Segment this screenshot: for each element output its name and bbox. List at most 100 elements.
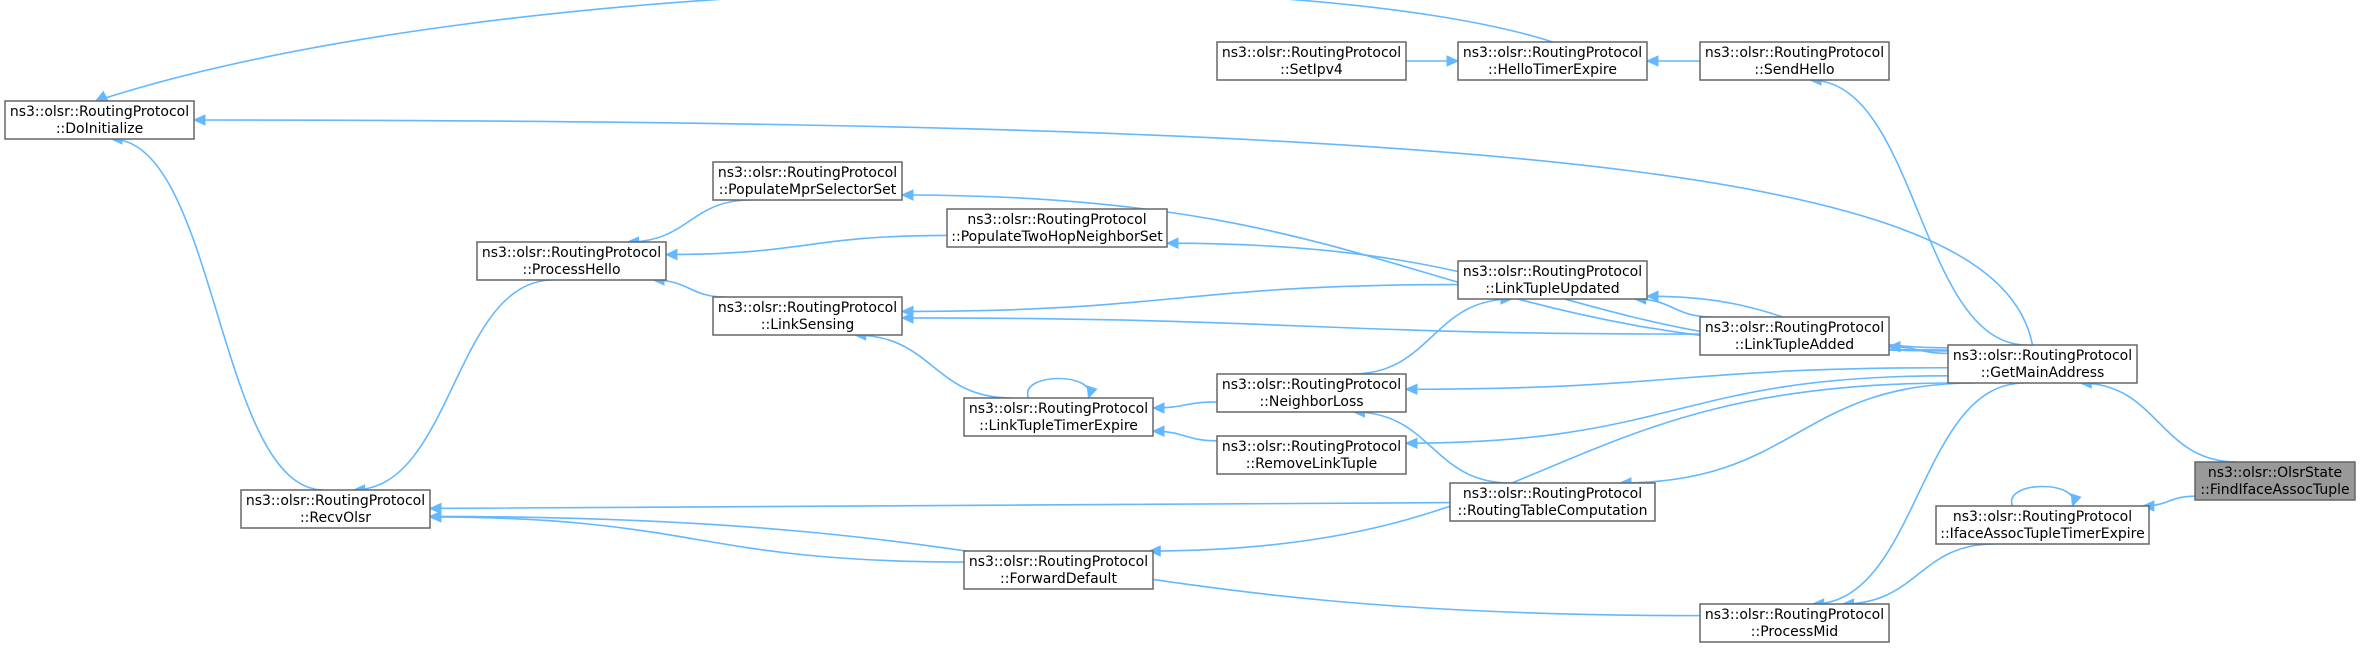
edge-line [1842, 543, 1995, 605]
edge-arrowhead [1151, 425, 1165, 437]
node-getmain[interactable]: ns3::olsr::RoutingProtocol::GetMainAddre… [1947, 344, 2138, 384]
node-box [963, 550, 1154, 590]
node-recvolsr[interactable]: ns3::olsr::RoutingProtocol::RecvOlsr [240, 489, 431, 529]
node-label-line1: ns3::olsr::RoutingProtocol [1222, 439, 1401, 455]
node-label-line1: ns3::olsr::RoutingProtocol [1705, 320, 1884, 336]
node-linkupdated[interactable]: ns3::olsr::RoutingProtocol::LinkTupleUpd… [1457, 260, 1648, 300]
edge-line [95, 0, 1553, 102]
node-poptwohop[interactable]: ns3::olsr::RoutingProtocol::PopulateTwoH… [946, 208, 1168, 248]
node-label-line2: ::LinkSensing [761, 317, 854, 333]
node-label-line1: ns3::olsr::RoutingProtocol [718, 165, 897, 181]
node-linktimer[interactable]: ns3::olsr::RoutingProtocol::LinkTupleTim… [963, 397, 1154, 437]
node-box [1449, 482, 1656, 522]
edge-line [353, 279, 554, 491]
edge-line [901, 283, 1459, 313]
node-box [963, 397, 1154, 437]
edge-arrowhead [94, 90, 109, 102]
edge-line [2010, 485, 2075, 507]
node-doinit[interactable]: ns3::olsr::RoutingProtocol::DoInitialize [4, 100, 195, 140]
node-processmid[interactable]: ns3::olsr::RoutingProtocol::ProcessMid [1699, 603, 1890, 643]
edge-arrowhead [900, 312, 914, 324]
node-box [712, 296, 903, 336]
node-label-line2: ::ProcessMid [1751, 624, 1838, 640]
node-box [1216, 435, 1407, 475]
node-label-line1: ns3::olsr::RoutingProtocol [1705, 45, 1884, 61]
node-box [2194, 461, 2356, 501]
node-label-line2: ::IfaceAssocTupleTimerExpire [1940, 526, 2144, 542]
edge-fwddefault-to-recvolsr [428, 511, 965, 563]
node-hellotimer[interactable]: ns3::olsr::RoutingProtocol::HelloTimerEx… [1457, 41, 1648, 81]
node-label-line1: ns3::olsr::RoutingProtocol [1463, 45, 1642, 61]
edge-arrowhead [1404, 383, 1418, 396]
edge-arrowhead [900, 189, 914, 201]
edge-setipv4-to-hellotimer [1406, 55, 1460, 67]
node-label-line1: ns3::olsr::RoutingProtocol [1463, 264, 1642, 280]
edge-linkupdated-to-linksensing [900, 283, 1459, 318]
edge-arrowhead [192, 114, 206, 126]
edge-line [111, 138, 324, 491]
edge-line [1149, 382, 1952, 552]
edge-ifacetimer-to-processmid [1841, 543, 1995, 610]
edge-line [627, 199, 752, 243]
node-removelink[interactable]: ns3::olsr::RoutingProtocol::RemoveLinkTu… [1216, 435, 1407, 475]
edge-neighborloss-to-linktimer [1151, 401, 1218, 414]
edge-line [1026, 377, 1091, 399]
edge-removelink-to-linktimer [1151, 425, 1218, 442]
nodes-layer: ns3::olsr::RoutingProtocol::DoInitialize… [4, 41, 2356, 643]
node-box [1947, 344, 2138, 384]
node-linkadded[interactable]: ns3::olsr::RoutingProtocol::LinkTupleAdd… [1699, 316, 1890, 356]
edge-processhello-to-recvolsr [352, 279, 554, 496]
node-label-line1: ns3::olsr::OlsrState [2208, 465, 2342, 481]
node-label-line2: ::LinkTupleAdded [1735, 337, 1854, 353]
node-label-line2: ::ForwardDefault [1000, 571, 1117, 587]
node-box [1935, 505, 2150, 545]
node-processhello[interactable]: ns3::olsr::RoutingProtocol::ProcessHello [476, 241, 667, 281]
edge-linktimer-to-linktimer [1026, 377, 1098, 400]
edge-getmain-to-fwddefault [1148, 382, 1952, 557]
node-label-line2: ::DoInitialize [56, 121, 143, 137]
edge-line [1812, 382, 2025, 605]
node-popmprsel[interactable]: ns3::olsr::RoutingProtocol::PopulateMprS… [712, 161, 903, 201]
edge-findiface-to-getmain [2079, 377, 2238, 463]
edge-linkadded-to-linksensing [900, 312, 1701, 335]
node-rtcomp[interactable]: ns3::olsr::RoutingProtocol::RoutingTable… [1449, 482, 1656, 522]
node-ifacetimer[interactable]: ns3::olsr::RoutingProtocol::IfaceAssocTu… [1935, 505, 2150, 545]
edge-line [429, 501, 1451, 510]
node-box [1216, 373, 1407, 413]
edge-line [193, 119, 2034, 346]
node-sendhello[interactable]: ns3::olsr::RoutingProtocol::SendHello [1699, 41, 1890, 81]
node-setipv4[interactable]: ns3::olsr::RoutingProtocol::SetIpv4 [1216, 41, 1407, 81]
node-label-line2: ::PopulateMprSelectorSet [719, 182, 897, 198]
node-label-line2: ::LinkTupleTimerExpire [979, 418, 1138, 434]
edge-arrowhead [428, 502, 442, 515]
node-box [712, 161, 903, 201]
edge-ifacetimer-to-ifacetimer [2010, 485, 2082, 508]
node-box [1216, 41, 1407, 81]
node-label-line1: ns3::olsr::RoutingProtocol [718, 300, 897, 316]
edge-arrowhead [1151, 402, 1165, 414]
edge-getmain-to-doinit [192, 114, 2034, 346]
node-box [946, 208, 1168, 248]
node-neighborloss[interactable]: ns3::olsr::RoutingProtocol::NeighborLoss [1216, 373, 1407, 413]
node-label-line1: ns3::olsr::RoutingProtocol [1705, 607, 1884, 623]
edge-line [429, 516, 965, 563]
node-label-line2: ::GetMainAddress [1981, 365, 2105, 381]
edge-findiface-to-ifacetimer [2141, 495, 2196, 512]
edge-arrowhead [1645, 290, 1659, 302]
edge-line [665, 234, 948, 256]
node-label-line2: ::SetIpv4 [1280, 62, 1343, 78]
node-label-line2: ::HelloTimerExpire [1488, 62, 1617, 78]
node-label-line1: ns3::olsr::RoutingProtocol [246, 493, 425, 509]
node-fwddefault[interactable]: ns3::olsr::RoutingProtocol::ForwardDefau… [963, 550, 1154, 590]
edge-arrowhead [1446, 55, 1460, 67]
edge-getmain-to-rtcomp [1618, 382, 1976, 489]
node-findiface[interactable]: ns3::olsr::OlsrState::FindIfaceAssocTupl… [2194, 461, 2356, 501]
node-box [4, 100, 195, 140]
edge-popmprsel-to-processhello [626, 199, 752, 248]
node-linksensing[interactable]: ns3::olsr::RoutingProtocol::LinkSensing [712, 296, 903, 336]
edge-line [1619, 382, 1976, 484]
node-label-line2: ::SendHello [1754, 62, 1834, 78]
edge-arrowhead [1148, 545, 1161, 557]
node-label-line1: ns3::olsr::RoutingProtocol [1953, 348, 2132, 364]
edge-line [1405, 374, 1949, 445]
